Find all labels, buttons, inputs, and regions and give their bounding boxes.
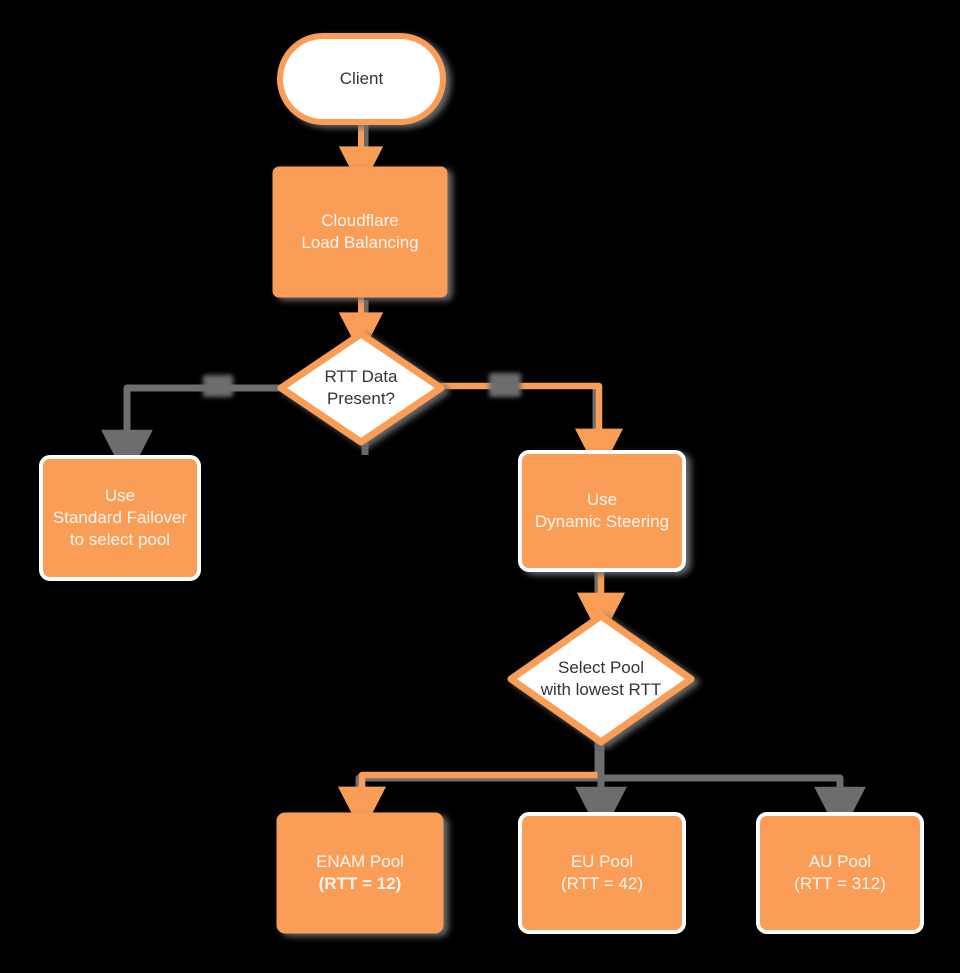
edge-selectpool-to-au xyxy=(597,742,866,838)
node-au-pool[interactable] xyxy=(756,812,924,934)
node-enam-pool[interactable] xyxy=(276,812,444,934)
node-cloudflare-load-balancing[interactable] xyxy=(272,166,448,298)
edge-label-decision-left-obscured xyxy=(203,375,233,397)
node-dynamic-steering[interactable] xyxy=(518,450,686,572)
edge-steering-to-selectpool xyxy=(576,568,626,640)
edge-label-decision-right-obscured xyxy=(489,373,521,397)
node-select-pool-lowest-rtt[interactable] xyxy=(507,612,695,746)
node-eu-pool[interactable] xyxy=(518,812,686,934)
node-standard-failover[interactable] xyxy=(39,455,201,581)
node-client[interactable] xyxy=(277,33,446,125)
node-rtt-data-present-decision[interactable] xyxy=(277,330,445,446)
